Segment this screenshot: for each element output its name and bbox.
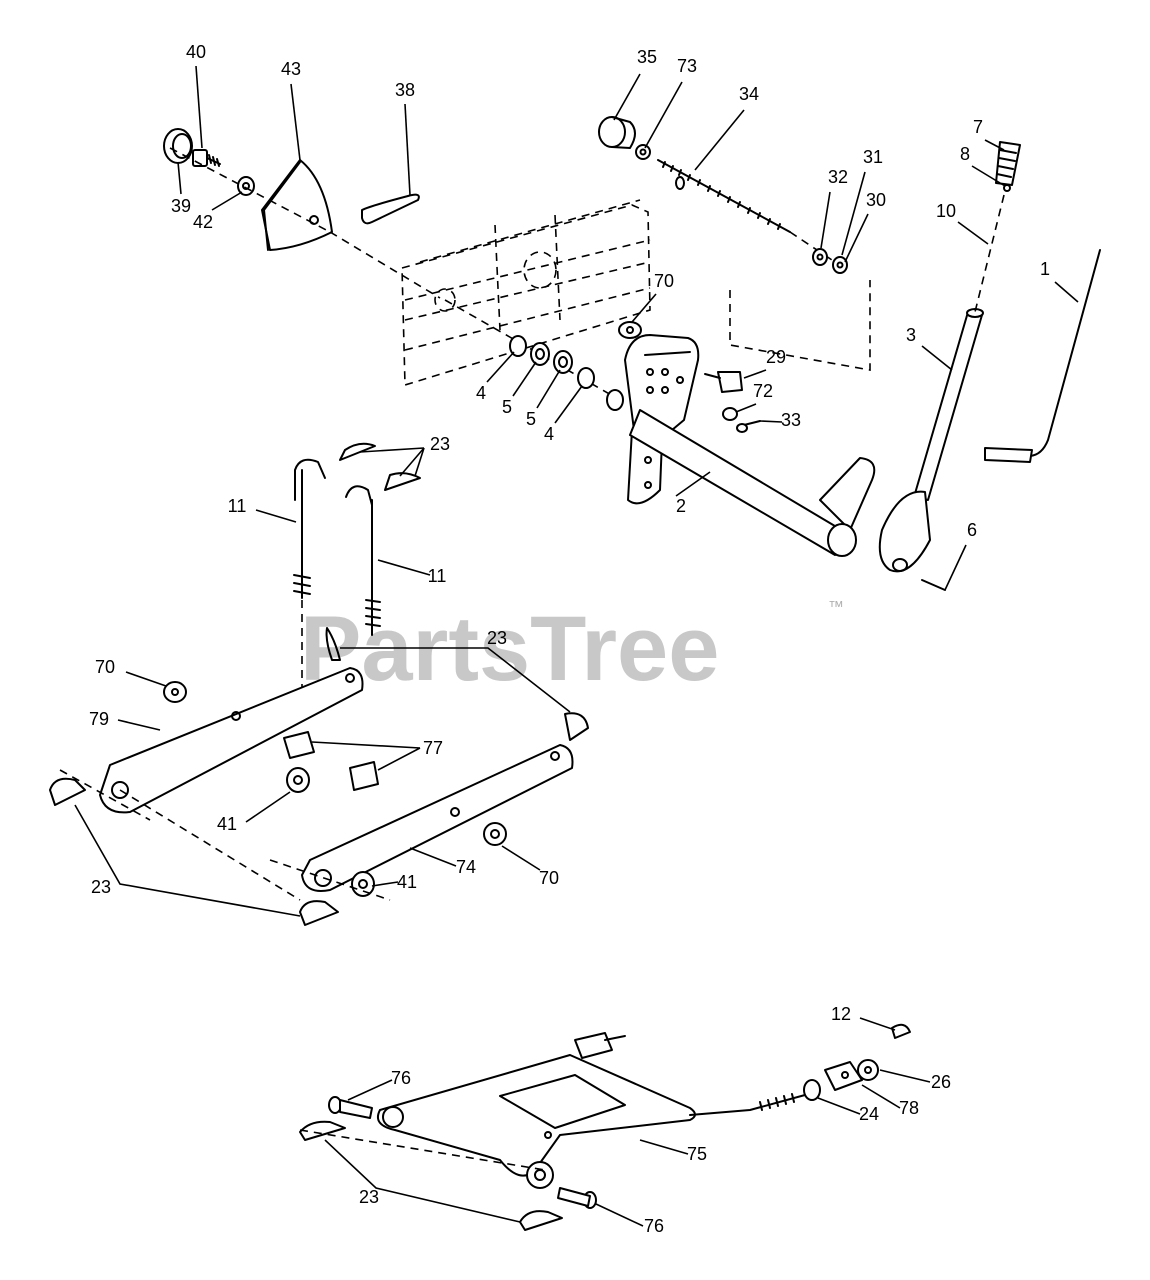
- callout-42: 42: [193, 212, 213, 232]
- bolt-29: [704, 371, 743, 393]
- callout-4: 4: [476, 383, 486, 403]
- watermark-trademark: ™: [828, 599, 844, 616]
- blocks-77: [283, 731, 379, 791]
- callout-6: 6: [967, 520, 977, 540]
- callout-76: 76: [644, 1216, 664, 1236]
- callout-70: 70: [654, 271, 674, 291]
- bolt-upper: [574, 1032, 626, 1059]
- lift-plate-75: [376, 1054, 696, 1189]
- lift-link-11-right: [345, 485, 381, 636]
- hairpin-clips-23-bottom: [299, 1120, 563, 1231]
- callout-11: 11: [428, 566, 447, 586]
- callout-23: 23: [359, 1187, 379, 1207]
- callout-38: 38: [395, 80, 415, 100]
- hairpin-clips-23-top: [339, 442, 421, 491]
- callout-73: 73: [677, 56, 697, 76]
- hairpin-clip-23-mid: [325, 627, 341, 661]
- washer-32: [812, 248, 828, 266]
- callout-5: 5: [526, 409, 536, 429]
- callout-40: 40: [186, 42, 206, 62]
- callout-79: 79: [89, 709, 109, 729]
- callout-26: 26: [931, 1072, 951, 1092]
- pins-76: [328, 1096, 597, 1209]
- pin-6: [921, 579, 946, 591]
- nuts-41: [286, 767, 375, 897]
- pin-8: [1003, 184, 1011, 192]
- threaded-rod-34: [657, 159, 791, 233]
- callout-23: 23: [430, 434, 450, 454]
- knob-35: [598, 116, 636, 149]
- leader-lines: [74, 65, 1079, 1227]
- callout-31: 31: [863, 147, 883, 167]
- callout-43: 43: [281, 59, 301, 79]
- callout-23: 23: [487, 628, 507, 648]
- knob-cap-39: [163, 128, 193, 164]
- callout-41: 41: [397, 872, 417, 892]
- callout-1: 1: [1040, 259, 1050, 279]
- washer-70-right: [483, 822, 507, 846]
- lift-lever-3: [878, 308, 984, 573]
- callout-70: 70: [95, 657, 115, 677]
- callout-30: 30: [866, 190, 886, 210]
- callout-41: 41: [217, 814, 237, 834]
- watermark-text: PartsTree: [300, 598, 719, 700]
- washer-70-top: [618, 321, 642, 339]
- callout-74: 74: [456, 857, 476, 877]
- callout-4: 4: [544, 424, 554, 444]
- callout-8: 8: [960, 144, 970, 164]
- threaded-rod-right: [689, 1093, 806, 1116]
- bracket-43: [261, 159, 333, 251]
- callout-34: 34: [739, 84, 759, 104]
- rod-1: [984, 249, 1101, 463]
- nut-26: [857, 1059, 879, 1081]
- lift-link-11-left: [293, 458, 326, 599]
- callout-5: 5: [502, 397, 512, 417]
- hairpin-clips-23-lower: [49, 777, 339, 926]
- callout-10: 10: [936, 201, 956, 221]
- callout-29: 29: [766, 347, 786, 367]
- callout-75: 75: [687, 1144, 707, 1164]
- hairpin-12: [891, 1023, 911, 1039]
- cross-shaft-2: [606, 389, 876, 557]
- callout-39: 39: [171, 196, 191, 216]
- dashed-box: [729, 280, 871, 371]
- callout-12: 12: [831, 1004, 851, 1024]
- spring-clip-38: [361, 193, 420, 225]
- callout-35: 35: [637, 47, 657, 67]
- lift-bar-74: [301, 744, 574, 892]
- bolt-40: [192, 149, 221, 167]
- washers-4-5: [509, 335, 595, 389]
- washer-24: [803, 1079, 821, 1101]
- callout-78: 78: [899, 1098, 919, 1118]
- callout-72: 72: [753, 381, 773, 401]
- pin-33: [736, 420, 761, 433]
- nut-31-30: [832, 256, 848, 274]
- callout-24: 24: [859, 1104, 879, 1124]
- callout-11: 11: [228, 496, 247, 516]
- callout-32: 32: [828, 167, 848, 187]
- callout-76: 76: [391, 1068, 411, 1088]
- hairpin-clip-23-right: [564, 712, 589, 741]
- lift-bar-79: [99, 667, 364, 814]
- callout-7: 7: [973, 117, 983, 137]
- grip-7: [995, 141, 1021, 186]
- callout-3: 3: [906, 325, 916, 345]
- nut-73: [635, 144, 651, 160]
- callout-77: 77: [423, 738, 443, 758]
- callout-70: 70: [539, 868, 559, 888]
- callout-33: 33: [781, 410, 801, 430]
- frame-dashed: [401, 199, 651, 387]
- callout-23: 23: [91, 877, 111, 897]
- block-78: [824, 1061, 863, 1091]
- nut-72: [722, 407, 738, 421]
- washer-70-left: [163, 681, 187, 703]
- callout-2: 2: [676, 496, 686, 516]
